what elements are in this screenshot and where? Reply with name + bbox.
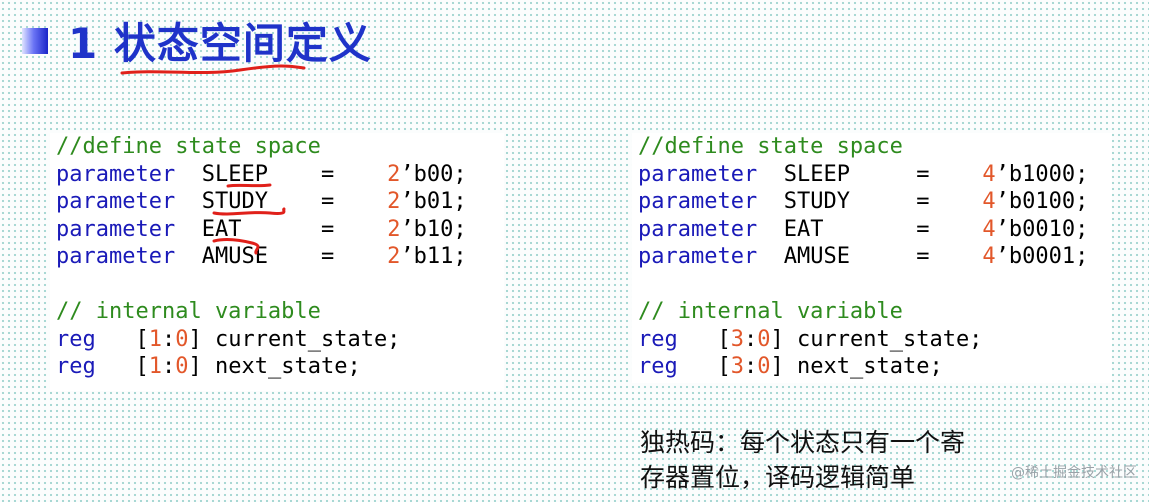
reg-msb: 1 <box>148 326 162 352</box>
watermark: @稀土掘金技术社区 <box>1011 465 1137 481</box>
param-eq: = <box>320 216 335 242</box>
param-eq: = <box>320 189 335 214</box>
param-eq: = <box>320 244 335 269</box>
code-keyword: parameter <box>56 216 176 242</box>
reg-colon: : <box>162 326 176 352</box>
code-line-reg: reg [1:0] next_state; <box>56 353 504 381</box>
param-width: 2 <box>387 244 401 269</box>
param-width: 2 <box>387 189 401 214</box>
param-name: STUDY <box>783 189 850 214</box>
param-width: 4 <box>982 161 996 187</box>
param-value: ’b1000; <box>995 161 1089 187</box>
reg-lsb: 0 <box>175 354 189 379</box>
code-comment: // internal variable <box>56 299 321 324</box>
code-line-reg: reg [3:0] current_state; <box>638 326 1112 354</box>
note-line-1: 独热码：每个状态只有一个寄 <box>640 428 966 457</box>
code-line-reg: reg [3:0] next_state; <box>638 353 1112 381</box>
param-name: AMUSE <box>201 244 268 269</box>
code-comment: //define state space <box>638 134 903 159</box>
reg-colon: : <box>744 354 758 379</box>
code-keyword: parameter <box>56 161 176 187</box>
code-line-param: parameter AMUSE = 2’b11; <box>56 243 504 271</box>
code-keyword: reg <box>638 326 678 352</box>
reg-colon: : <box>744 326 758 352</box>
param-width: 4 <box>982 244 996 269</box>
title-text: 状态空间定义 <box>113 19 372 68</box>
param-width: 2 <box>387 216 401 242</box>
param-name: EAT <box>201 216 242 242</box>
reg-name: next_state; <box>797 354 943 379</box>
code-keyword: parameter <box>638 161 758 187</box>
reg-bracket: [ <box>717 326 731 352</box>
reg-bracket: [ <box>717 354 731 379</box>
param-eq: = <box>916 216 930 242</box>
code-line-param: parameter EAT = 2’b10; <box>56 216 504 244</box>
code-comment: // internal variable <box>638 299 903 324</box>
code-keyword: parameter <box>56 189 176 214</box>
reg-bracket: ] <box>770 326 784 352</box>
reg-bracket: ] <box>188 326 202 352</box>
code-keyword: reg <box>56 354 96 379</box>
one-hot-note: 独热码：每个状态只有一个寄 存器置位，译码逻辑简单 <box>640 425 1110 495</box>
reg-bracket: ] <box>188 354 202 379</box>
param-eq: = <box>916 244 930 269</box>
reg-name: current_state; <box>797 326 983 352</box>
reg-lsb: 0 <box>757 354 771 379</box>
reg-colon: : <box>162 354 176 379</box>
param-name: AMUSE <box>783 244 850 269</box>
code-line-param: parameter AMUSE = 4’b0001; <box>638 243 1112 271</box>
param-eq: = <box>916 189 930 214</box>
reg-lsb: 0 <box>175 326 189 352</box>
param-eq: = <box>916 161 930 187</box>
code-keyword: parameter <box>56 244 176 269</box>
code-keyword: parameter <box>638 189 758 214</box>
param-name: SLEEP <box>783 161 850 187</box>
reg-name: next_state; <box>215 354 361 379</box>
code-blank-line <box>638 271 1112 299</box>
code-keyword: reg <box>56 326 96 352</box>
code-comment: //define state space <box>56 134 321 159</box>
code-block-binary: //define state space parameter SLEEP = 2… <box>50 133 504 391</box>
param-name: STUDY <box>201 189 268 214</box>
bullet-square-icon <box>22 28 48 54</box>
param-value: ’b0001; <box>995 244 1089 269</box>
reg-name: current_state; <box>215 326 401 352</box>
param-eq: = <box>320 161 335 187</box>
code-keyword: reg <box>638 354 678 379</box>
note-line-2: 存器置位，译码逻辑简单 <box>640 463 916 492</box>
param-value: ’b0010; <box>995 216 1089 242</box>
param-value: ’b10; <box>400 216 467 242</box>
reg-lsb: 0 <box>757 326 771 352</box>
reg-bracket: [ <box>135 354 149 379</box>
slide-title-bar: 1 状态空间定义 <box>22 6 622 76</box>
reg-bracket: ] <box>770 354 784 379</box>
title-number: 1 <box>68 19 99 68</box>
code-line-param: parameter SLEEP = 4’b1000; <box>638 161 1112 189</box>
param-width: 4 <box>982 189 996 214</box>
param-name: SLEEP <box>201 161 268 187</box>
code-line-param: parameter SLEEP = 2’b00; <box>56 161 504 189</box>
param-value: ’b00; <box>400 161 467 187</box>
code-keyword: parameter <box>638 216 758 242</box>
code-blank-line <box>56 271 504 299</box>
reg-msb: 3 <box>730 354 744 379</box>
param-width: 2 <box>387 161 401 187</box>
reg-msb: 1 <box>148 354 162 379</box>
code-block-onehot: //define state space parameter SLEEP = 4… <box>632 133 1112 383</box>
slide-title: 1 状态空间定义 <box>68 10 372 71</box>
code-keyword: parameter <box>638 244 758 269</box>
param-width: 4 <box>982 216 996 242</box>
reg-bracket: [ <box>135 326 149 352</box>
code-line-param: parameter EAT = 4’b0010; <box>638 216 1112 244</box>
param-value: ’b11; <box>400 244 467 269</box>
code-line-param: parameter STUDY = 4’b0100; <box>638 188 1112 216</box>
param-name: EAT <box>783 216 824 242</box>
code-line-param: parameter STUDY = 2’b01; <box>56 188 504 216</box>
param-value: ’b0100; <box>995 189 1089 214</box>
code-line-reg: reg [1:0] current_state; <box>56 326 504 354</box>
param-value: ’b01; <box>400 189 467 214</box>
reg-msb: 3 <box>730 326 744 352</box>
